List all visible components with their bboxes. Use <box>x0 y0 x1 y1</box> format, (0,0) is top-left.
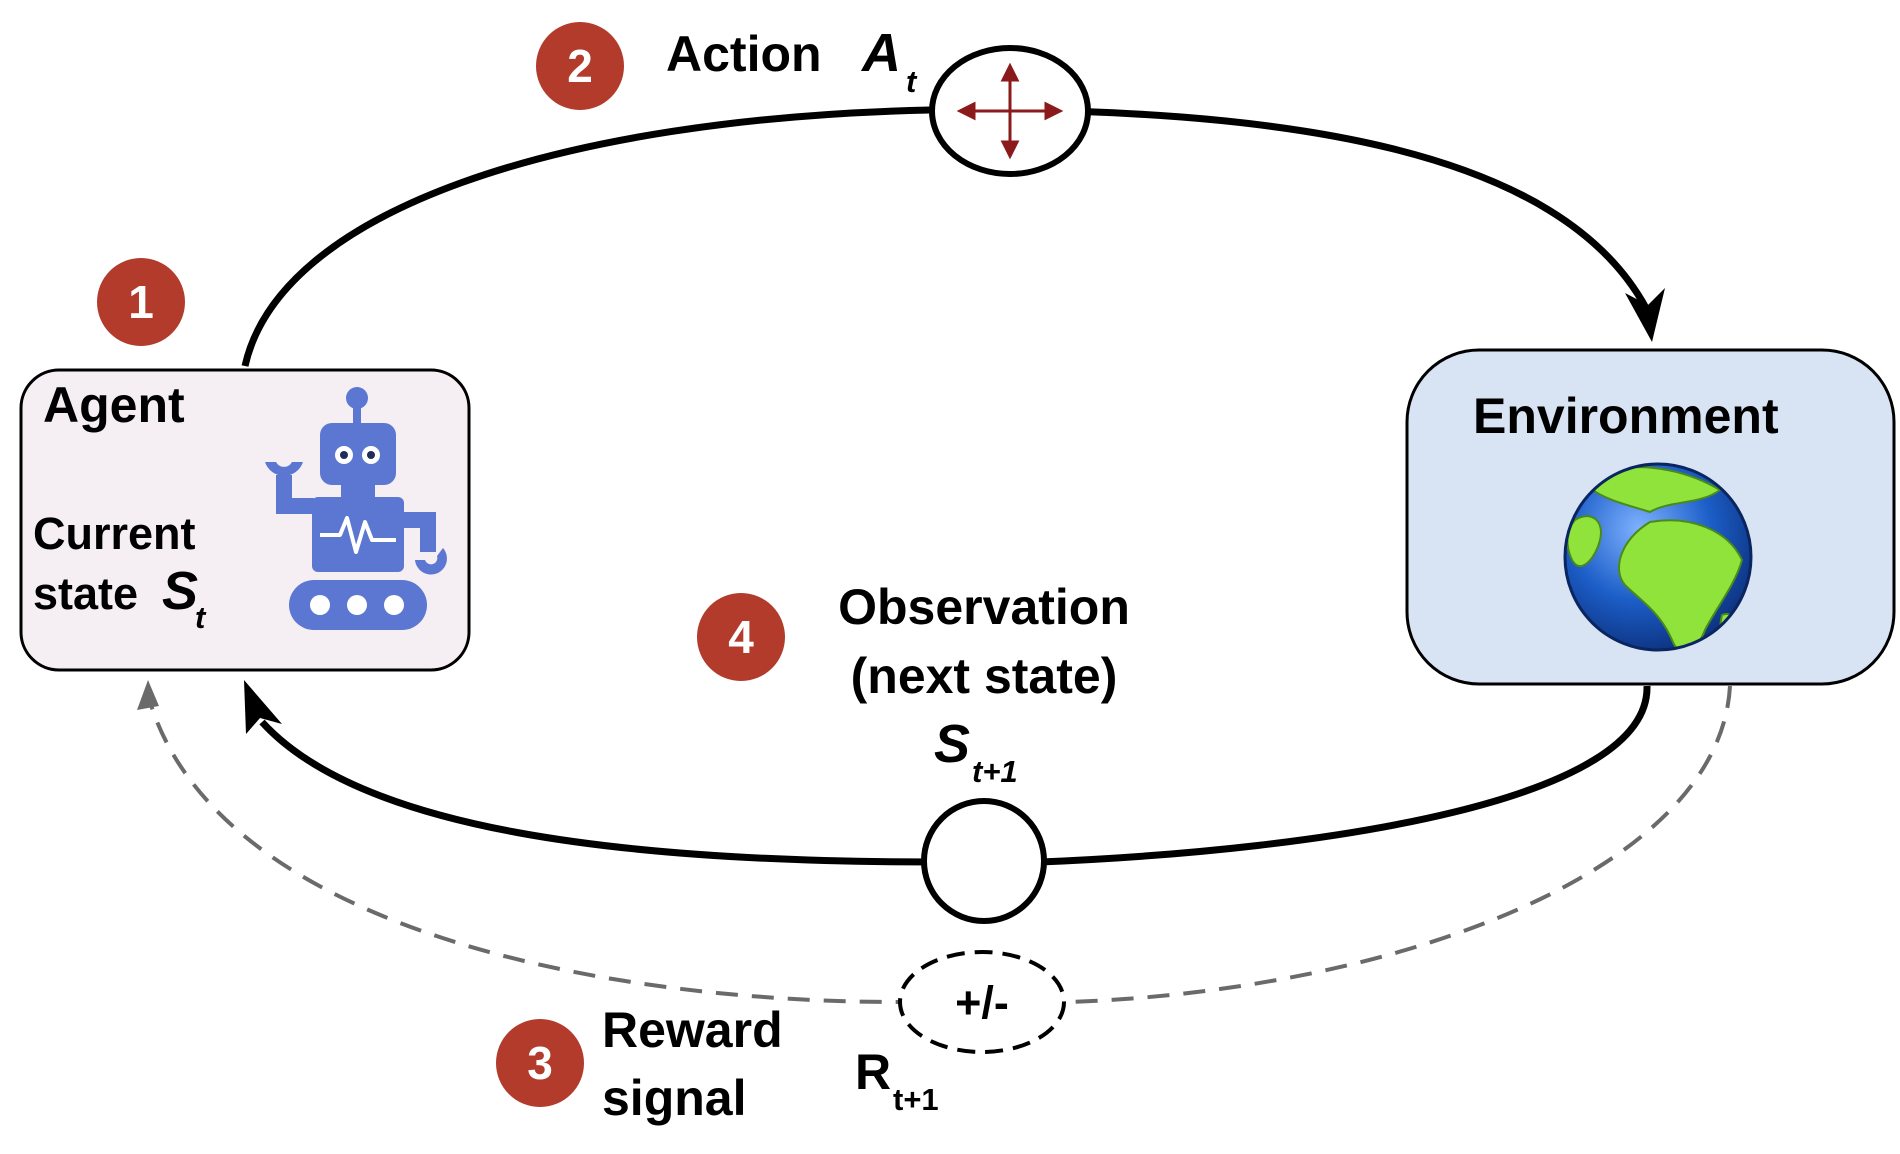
globe-icon <box>1563 462 1753 652</box>
reward-value: +/- <box>955 977 1009 1028</box>
agent-state-subscript: t <box>195 600 207 635</box>
step-4-number: 4 <box>728 611 754 663</box>
action-subscript: t <box>906 64 918 99</box>
action-arrowhead <box>1625 288 1665 342</box>
observation-label: Observation <box>838 579 1130 635</box>
reward-subscript: t+1 <box>893 1082 939 1117</box>
step-1-number: 1 <box>128 276 154 328</box>
observation-symbol: S <box>934 714 970 774</box>
step-2-badge <box>536 22 624 110</box>
agent-state-label: state <box>33 568 138 619</box>
step-3-badge <box>496 1019 584 1107</box>
reward-label: Reward <box>602 1002 783 1058</box>
reward-sublabel: signal <box>602 1070 746 1126</box>
observation-node <box>921 798 1047 924</box>
step-1-badge <box>97 258 185 346</box>
step-4-badge <box>697 593 785 681</box>
robot-icon <box>265 387 447 630</box>
step-2-number: 2 <box>567 40 593 92</box>
observation-arrowhead <box>244 680 282 734</box>
agent-title: Agent <box>43 377 185 433</box>
agent-state-symbol: S <box>162 561 198 621</box>
four-way-arrow-icon <box>956 62 1064 160</box>
environment-title: Environment <box>1473 388 1779 444</box>
reward-symbol: R <box>855 1044 891 1100</box>
observation-sublabel: (next state) <box>851 648 1118 704</box>
action-label: Action <box>666 26 822 82</box>
action-symbol: A <box>860 23 901 83</box>
reward-arrowhead <box>137 680 159 710</box>
step-3-number: 3 <box>527 1037 553 1089</box>
observation-subscript: t+1 <box>972 754 1018 789</box>
agent-current-label: Current <box>33 508 196 559</box>
reward-node <box>898 950 1066 1054</box>
